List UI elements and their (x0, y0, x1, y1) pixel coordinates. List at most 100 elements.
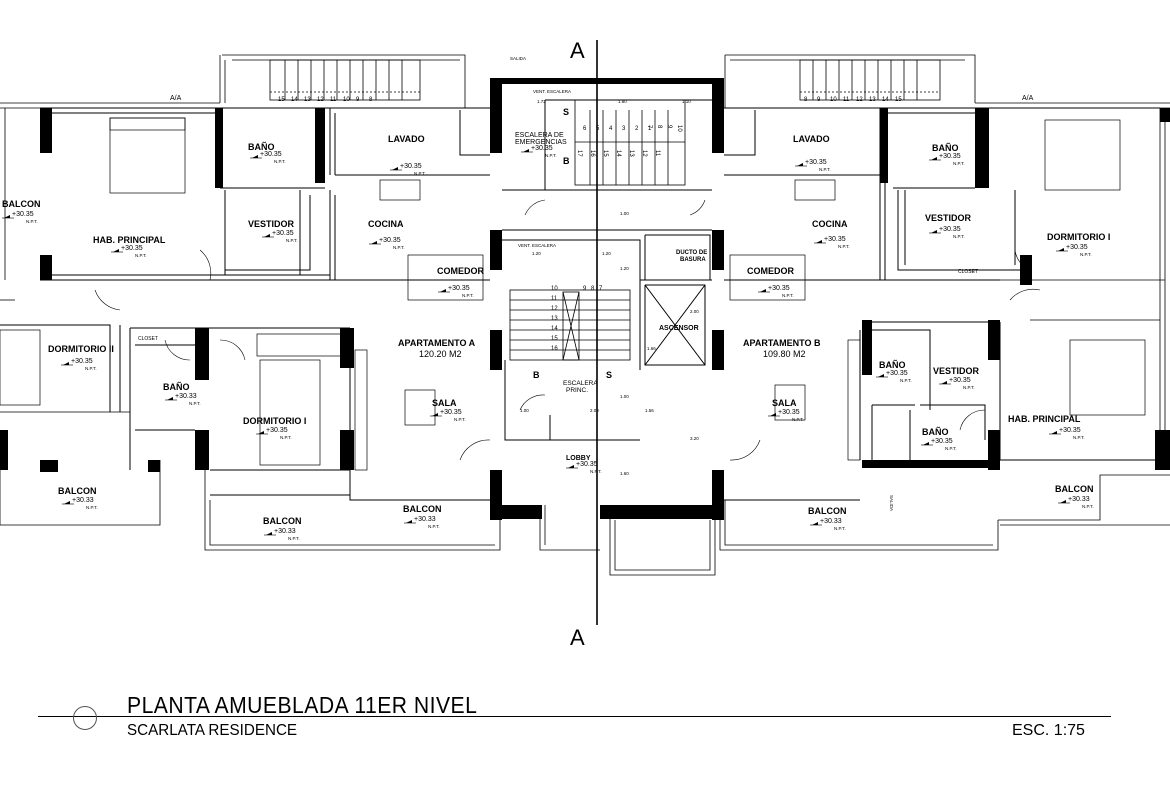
label-balcon-a2: BALCON (263, 516, 302, 526)
svg-text:+30.33: +30.33 (274, 528, 296, 535)
step-number: 15 (895, 97, 902, 103)
label-bano-b1: BAÑO (932, 143, 959, 153)
label-sala-b: SALA (772, 398, 797, 408)
svg-text:1.20: 1.20 (602, 251, 611, 256)
section-mark-top: A (570, 38, 585, 63)
svg-text:+30.35: +30.35 (939, 226, 961, 233)
step-number: 13 (869, 97, 876, 103)
step-number: 14 (882, 97, 889, 103)
label-escalera-emergencias-2: EMERGENCIAS (515, 139, 567, 146)
drawing-title: PLANTA AMUEBLADA 11ER NIVEL (127, 692, 478, 718)
label-bano-b2: BAÑO (879, 360, 906, 370)
svg-text:N.P.T.: N.P.T. (900, 378, 912, 383)
svg-text:+30.35: +30.35 (71, 358, 93, 365)
step-number: 10 (551, 286, 558, 292)
section-line: A A (570, 38, 598, 650)
svg-text:N.P.T.: N.P.T. (288, 536, 300, 541)
label-balcon-b2: BALCON (1055, 484, 1094, 494)
svg-text:3.20: 3.20 (690, 436, 699, 441)
label-balcon-left: BALCON (2, 199, 41, 209)
step-number: 10 (343, 97, 350, 103)
svg-text:N.P.T.: N.P.T. (838, 244, 850, 249)
step-number: 15 (602, 150, 608, 157)
svg-text:N.P.T.: N.P.T. (286, 238, 298, 243)
furniture (0, 117, 1146, 471)
step-number: 14 (551, 326, 558, 332)
svg-text:N.P.T.: N.P.T. (26, 219, 38, 224)
svg-text:N.P.T.: N.P.T. (414, 171, 426, 176)
step-number: 14 (615, 150, 621, 157)
svg-text:+30.35: +30.35 (805, 159, 827, 166)
svg-text:N.P.T.: N.P.T. (1080, 252, 1092, 257)
step-number: 11 (551, 296, 558, 302)
svg-text:N.P.T.: N.P.T. (454, 417, 466, 422)
label-balcon-b1: BALCON (808, 506, 847, 516)
label-cocina-a: COCINA (368, 219, 404, 229)
svg-text:N.P.T.: N.P.T. (85, 366, 97, 371)
svg-text:N.P.T.: N.P.T. (545, 153, 557, 158)
label-apartamento-b: APARTAMENTO B (743, 338, 821, 348)
svg-text:N.P.T.: N.P.T. (953, 234, 965, 239)
svg-text:S: S (606, 370, 612, 380)
title-circle-mark (73, 706, 97, 730)
label-area-b: 109.80 M2 (763, 349, 806, 359)
label-escalera-emergencias-1: ESCALERA DE (515, 132, 564, 139)
floor-plan: A A (0, 38, 1170, 650)
step-number: 14 (291, 97, 298, 103)
svg-text:1.00: 1.00 (520, 408, 529, 413)
svg-text:+30.35: +30.35 (266, 427, 288, 434)
step-number: 7 (599, 286, 603, 292)
svg-text:N.P.T.: N.P.T. (792, 417, 804, 422)
svg-text:+30.33: +30.33 (175, 393, 197, 400)
label-salida-top: SALIDA (510, 56, 526, 61)
emergency-stair (574, 99, 686, 186)
svg-text:+30.33: +30.33 (72, 497, 94, 504)
step-number: 11 (843, 97, 850, 103)
label-hab-principal-a: HAB. PRINCIPAL (93, 235, 166, 245)
step-number: 2 (635, 126, 639, 132)
svg-text:+30.35: +30.35 (576, 461, 598, 468)
svg-text:2.00: 2.00 (690, 309, 699, 314)
step-number: 13 (628, 150, 634, 157)
svg-text:+30.35: +30.35 (379, 237, 401, 244)
svg-text:N.P.T.: N.P.T. (590, 469, 602, 474)
title-underline (38, 716, 1111, 717)
label-cocina-b: COCINA (812, 219, 848, 229)
scale-label: ESC. 1:75 (1012, 722, 1085, 739)
label-bano-b3: BAÑO (922, 427, 949, 437)
svg-text:B: B (563, 156, 570, 166)
svg-text:+30.35: +30.35 (272, 230, 294, 237)
svg-text:1.56: 1.56 (645, 408, 654, 413)
label-vent-escalera-1: VENT. ESCALERA (533, 89, 571, 94)
step-number: 16 (589, 150, 595, 157)
step-number: 6 (583, 126, 587, 132)
label-vestidor-b2: VESTIDOR (933, 366, 980, 376)
label-vestidor-a: VESTIDOR (248, 219, 295, 229)
label-comedor-b: COMEDOR (747, 266, 795, 276)
svg-text:+30.33: +30.33 (1068, 496, 1090, 503)
label-aa-right: A/A (1022, 95, 1034, 102)
step-number: 9 (817, 97, 821, 103)
step-number: 11 (654, 150, 660, 157)
door-swings (94, 199, 1041, 461)
label-comedor-a: COMEDOR (437, 266, 485, 276)
svg-text:N.P.T.: N.P.T. (1082, 504, 1094, 509)
svg-text:1.10: 1.10 (682, 99, 691, 104)
room-labels: BALCON BAÑO LAVADO HAB. PRINCIPAL VESTID… (2, 56, 1110, 526)
label-closet-a: CLOSET (138, 336, 158, 342)
svg-text:N.P.T.: N.P.T. (280, 435, 292, 440)
svg-text:+30.35: +30.35 (824, 236, 846, 243)
svg-text:+30.35: +30.35 (931, 438, 953, 445)
upper-right-stair (799, 59, 941, 101)
svg-text:N.P.T.: N.P.T. (86, 505, 98, 510)
label-apartamento-a: APARTAMENTO A (398, 338, 476, 348)
label-bano-a2: BAÑO (163, 382, 190, 392)
label-lobby: LOBBY (566, 455, 591, 462)
svg-text:+30.35: +30.35 (1059, 427, 1081, 434)
label-lavado-b: LAVADO (793, 134, 830, 144)
svg-text:+30.35: +30.35 (1066, 244, 1088, 251)
step-number: 8 (369, 97, 373, 103)
svg-text:+30.35: +30.35 (260, 151, 282, 158)
label-vent-escalera-2: VENT. ESCALERA (518, 243, 556, 248)
